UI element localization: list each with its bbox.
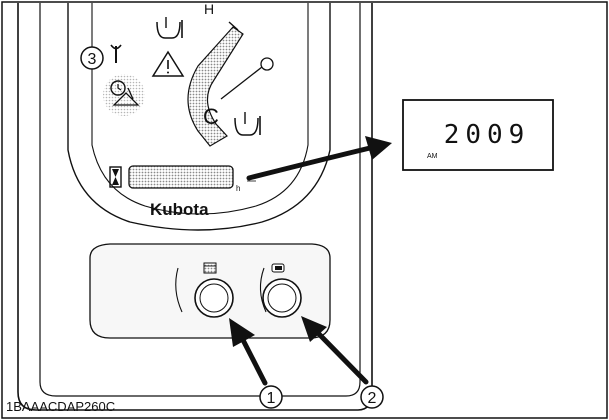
callout-3: 3: [80, 46, 104, 70]
svg-text:2: 2: [368, 390, 377, 407]
svg-text:1: 1: [267, 390, 276, 407]
oil-level-icon: [156, 17, 183, 39]
coolant-temperature-icon: [234, 112, 261, 136]
lcd-hour-reading: 2009: [444, 120, 531, 150]
pointer-arrow-2: [301, 316, 369, 385]
light-toggle-icon: [271, 263, 285, 273]
hour-meter: h: [109, 165, 256, 193]
figure-code: 1BAAACDAP260C: [6, 399, 115, 414]
zoom-arrow: [246, 136, 392, 181]
lcd-am-indicator: AM: [427, 153, 438, 160]
gauge-high-label: H: [204, 1, 214, 17]
lcd-enlarged-panel: 2009 AM: [402, 99, 554, 171]
hour-meter-display: [128, 165, 234, 189]
gauge-hot-cap: [228, 21, 239, 31]
display-mode-icon: [203, 262, 217, 274]
meter-panel: [67, 3, 331, 231]
display-switch-1[interactable]: [194, 262, 234, 318]
callout-2: 2: [360, 385, 384, 409]
light-switch-2[interactable]: [262, 263, 302, 318]
svg-text:3: 3: [88, 51, 97, 68]
gauge-needle: [220, 66, 263, 100]
gauge-needle-pivot: [260, 57, 274, 71]
brand-logo: Kubota: [150, 200, 209, 219]
hour-meter-unit: h: [236, 184, 240, 193]
callout-1: 1: [259, 385, 283, 409]
wrench-icon: [110, 44, 122, 63]
temperature-gauge: C H: [187, 1, 274, 147]
hourglass-icon: [109, 166, 122, 188]
gauge-low-label: C: [203, 104, 219, 129]
warning-triangle-icon: [151, 50, 185, 77]
gauge-arc: [187, 26, 244, 147]
service-indicator-icon: [103, 74, 145, 116]
pointer-arrow-1: [229, 318, 268, 386]
